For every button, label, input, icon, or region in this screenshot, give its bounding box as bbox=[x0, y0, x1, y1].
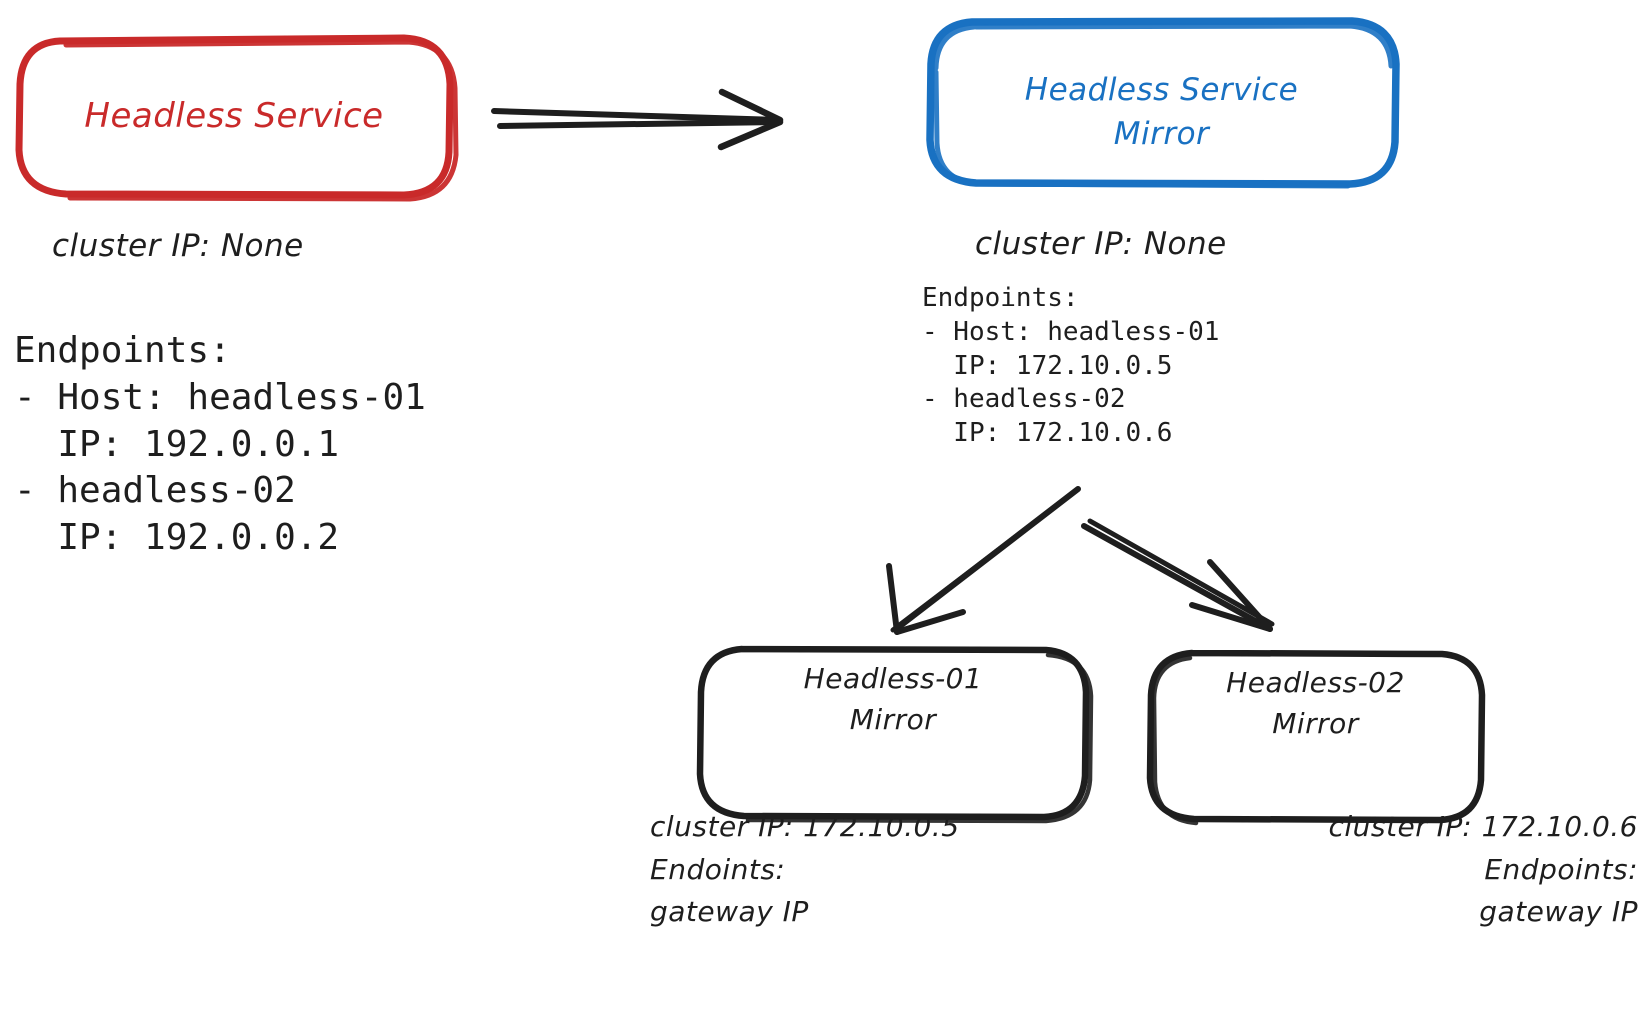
node-label-headless-service-mirror: Headless Service Mirror bbox=[1024, 72, 1299, 153]
node-headless-service-mirror-shape[interactable] bbox=[926, 17, 1400, 189]
caption-headless-service-mirror-cluster-ip: cluster IP: None bbox=[975, 226, 1227, 262]
node-label-headless-01-mirror: Headless-01 Mirror bbox=[803, 662, 983, 737]
caption-headless-service-cluster-ip: cluster IP: None bbox=[52, 228, 304, 264]
caption-headless-02-mirror: cluster IP: 172.10.0.6 Endpoints: gatewa… bbox=[1328, 810, 1638, 929]
node-label-headless-service: Headless Service bbox=[84, 96, 384, 136]
node-headless-02-mirror-shape[interactable] bbox=[1146, 649, 1486, 826]
caption-headless-01-mirror: cluster IP: 172.10.0.5 Endoints: gateway… bbox=[650, 810, 960, 929]
endpoints-list-headless-service: Endpoints: - Host: headless-01 IP: 192.0… bbox=[14, 330, 426, 559]
node-headless-01-mirror-shape[interactable] bbox=[696, 645, 1094, 824]
edge-service-to-mirror bbox=[491, 88, 784, 151]
edge-mirror-to-headless-01 bbox=[886, 486, 1081, 635]
edge-mirror-to-headless-02 bbox=[1081, 518, 1275, 632]
node-label-headless-02-mirror: Headless-02 Mirror bbox=[1226, 666, 1405, 741]
endpoints-list-headless-service-mirror: Endpoints: - Host: headless-01 IP: 172.1… bbox=[922, 283, 1220, 449]
node-headless-service-shape[interactable] bbox=[15, 34, 459, 202]
